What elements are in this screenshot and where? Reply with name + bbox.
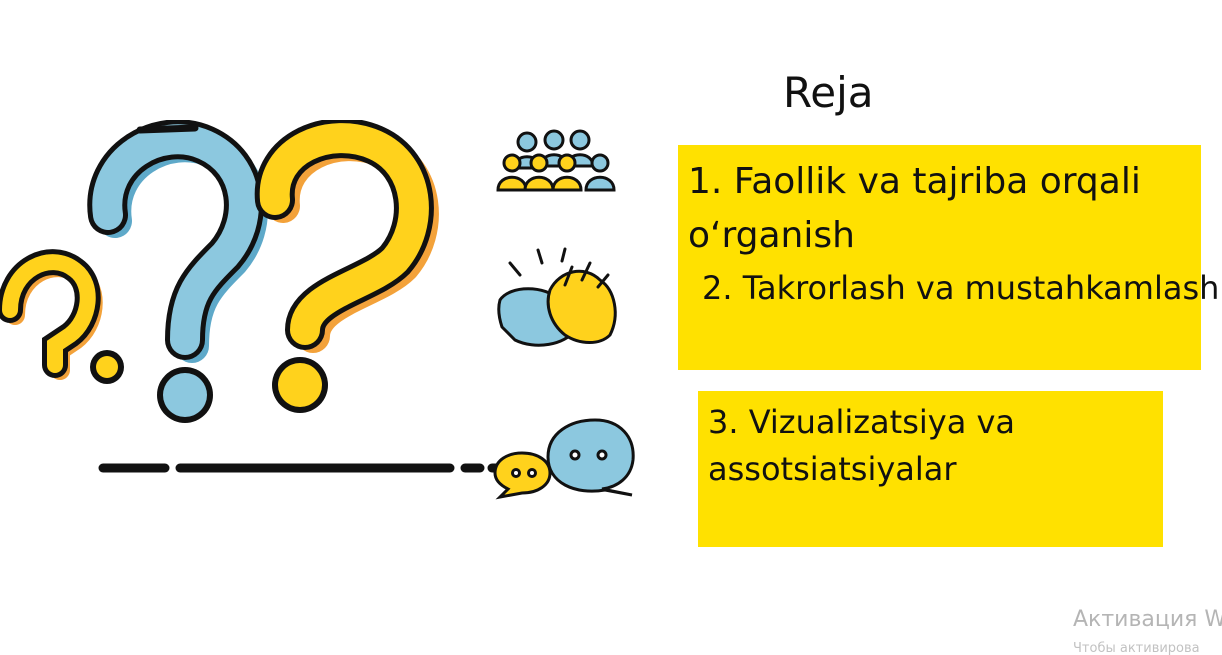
chat-bubbles-icon <box>493 418 635 500</box>
slide-title: Reja <box>783 68 874 117</box>
plan-box-1: 1. Faollik va tajriba orqali o‘rganish 2… <box>678 145 1219 370</box>
question-marks-illustration-icon <box>0 120 439 423</box>
clapping-hands-icon <box>497 247 617 347</box>
small-question-mark-icon <box>0 249 124 384</box>
blue-question-mark-icon <box>87 120 268 423</box>
people-group-icon <box>496 129 616 192</box>
dashed-line-icon <box>98 463 505 473</box>
plan-item-3: 3. Vizualizatsiya va assotsiatsiyalar <box>708 403 1016 488</box>
windows-activation-subtext: Чтобы активирова <box>1073 641 1200 655</box>
plan-box-2: 3. Vizualizatsiya va assotsiatsiyalar <box>698 391 1163 547</box>
plan-item-1: 1. Faollik va tajriba orqali o‘rganish <box>688 161 1141 256</box>
windows-activation-watermark: Активация W <box>1073 607 1222 632</box>
plan-item-2: 2. Takrorlash va mustahkamlash <box>702 269 1220 307</box>
yellow-question-mark-icon <box>254 120 439 413</box>
